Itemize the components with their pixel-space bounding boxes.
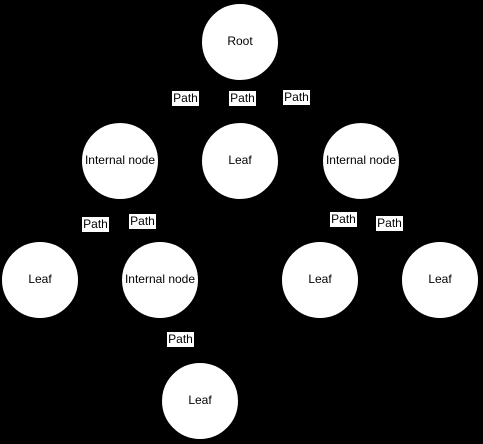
edge-root-n1: Path: [171, 91, 199, 113]
node-label-n4: Leaf: [28, 272, 52, 286]
edge-label-root-n1: Path: [173, 91, 198, 105]
edge-label-n3-n7: Path: [377, 216, 402, 230]
node-n6: Leaf: [280, 240, 360, 320]
node-n7: Leaf: [400, 240, 480, 320]
node-label-root: Root: [227, 34, 253, 48]
node-label-n7: Leaf: [428, 272, 452, 286]
node-n5: Internal node: [120, 240, 200, 320]
edge-label-root-n3: Path: [284, 90, 309, 104]
node-label-n6: Leaf: [308, 272, 332, 286]
edge-label-n3-n6: Path: [331, 212, 356, 226]
node-label-n1: Internal node: [85, 153, 155, 167]
node-n3: Internal node: [321, 121, 401, 201]
edge-root-n2: Path: [229, 91, 256, 112]
node-label-n8: Leaf: [188, 393, 212, 407]
edge-label-n1-n5: Path: [130, 214, 155, 228]
edge-n1-n5: Path: [129, 214, 156, 235]
edge-n3-n7: Path: [376, 216, 403, 237]
edge-n5-n8: Path: [167, 332, 194, 354]
node-n2: Leaf: [200, 121, 280, 201]
node-n1: Internal node: [80, 121, 160, 201]
edge-n3-n6: Path: [329, 212, 357, 234]
node-label-n3: Internal node: [326, 153, 396, 167]
node-root: Root: [200, 2, 280, 82]
edge-n1-n4: Path: [82, 217, 109, 237]
node-label-n2: Leaf: [228, 153, 252, 167]
edge-root-n3: Path: [283, 85, 310, 105]
edge-label-n1-n4: Path: [83, 217, 108, 231]
node-n8: Leaf: [160, 361, 240, 441]
node-label-n5: Internal node: [125, 272, 195, 286]
edge-label-n5-n8: Path: [168, 332, 193, 346]
edge-label-root-n2: Path: [230, 91, 255, 105]
node-n4: Leaf: [0, 240, 80, 320]
